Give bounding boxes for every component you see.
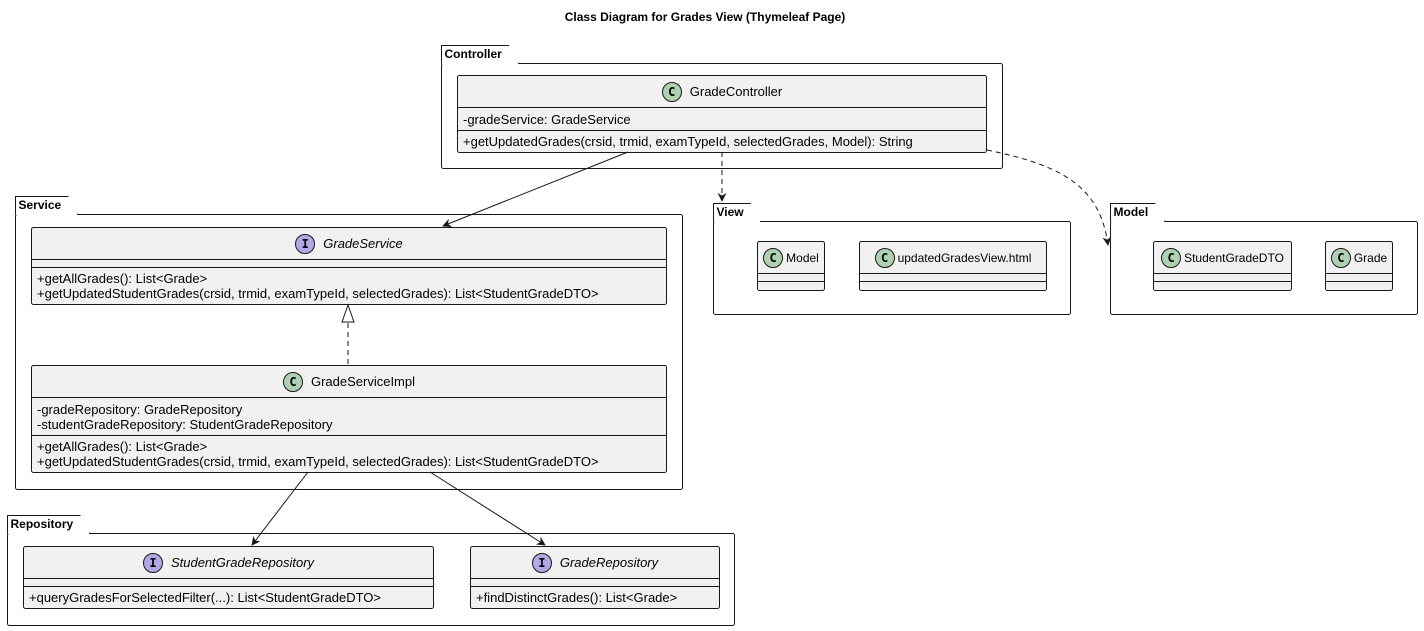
class-name: Grade <box>1353 250 1388 265</box>
class-updated-grades-view[interactable]: C updatedGradesView.html <box>859 241 1047 291</box>
class-method: +getAllGrades(): List<Grade> <box>37 439 208 454</box>
class-method: +getUpdatedGrades(crsid, trmid, examType… <box>463 134 913 149</box>
class-methods: +getAllGrades(): List<Grade> +getUpdated… <box>32 436 666 471</box>
class-student-grade-dto[interactable]: C StudentGradeDTO <box>1153 241 1292 291</box>
class-method: +getUpdatedStudentGrades(crsid, trmid, e… <box>37 454 599 469</box>
class-header: I GradeService <box>32 228 666 260</box>
class-header: C Grade <box>1326 242 1392 274</box>
class-fields <box>1326 274 1392 282</box>
edge-controller-to-service <box>442 151 629 228</box>
class-name: GradeServiceImpl <box>310 374 416 389</box>
class-methods: +getUpdatedGrades(crsid, trmid, examType… <box>458 131 986 151</box>
class-grade[interactable]: C Grade <box>1325 241 1393 291</box>
class-methods: +getAllGrades(): List<Grade> +getUpdated… <box>32 268 666 303</box>
class-methods: +findDistinctGrades(): List<Grade> <box>471 587 719 607</box>
package-model: Model C StudentGradeDTO C Grade <box>1110 221 1418 315</box>
class-fields <box>758 274 824 282</box>
class-name: Model <box>786 250 819 265</box>
interface-badge-icon: I <box>295 233 316 254</box>
class-badge-icon: C <box>1330 247 1351 268</box>
class-grade-service-impl[interactable]: C GradeServiceImpl -gradeRepository: Gra… <box>31 365 667 473</box>
class-header: C GradeController <box>458 76 986 108</box>
interface-grade-service[interactable]: I GradeService +getAllGrades(): List<Gra… <box>31 227 667 305</box>
package-repository-label: Repository <box>7 515 91 534</box>
interface-grade-repository[interactable]: I GradeRepository +findDistinctGrades():… <box>470 546 720 609</box>
package-view: View C Model C updatedGradesView.html <box>713 221 1071 315</box>
class-method: +getAllGrades(): List<Grade> <box>37 271 208 286</box>
class-methods: +queryGradesForSelectedFilter(...): List… <box>24 587 433 607</box>
class-name: GradeController <box>689 84 783 99</box>
package-service: Service I GradeService +getAllGrades(): … <box>15 214 683 490</box>
class-field: -gradeRepository: GradeRepository <box>37 402 243 417</box>
class-fields: -gradeRepository: GradeRepository -stude… <box>32 398 666 436</box>
class-header: C Model <box>758 242 824 274</box>
class-model-view[interactable]: C Model <box>757 241 825 291</box>
class-method: +getUpdatedStudentGrades(crsid, trmid, e… <box>37 286 599 301</box>
edge-impl-to-grade-repository <box>429 471 546 546</box>
package-repository: Repository I StudentGradeRepository +que… <box>7 533 735 626</box>
interface-badge-icon: I <box>531 552 552 573</box>
class-fields <box>32 260 666 268</box>
class-name: StudentGradeDTO <box>1184 250 1284 265</box>
interface-student-grade-repository[interactable]: I StudentGradeRepository +queryGradesFor… <box>23 546 434 609</box>
class-field: -gradeService: GradeService <box>463 112 631 127</box>
class-fields <box>24 579 433 587</box>
class-badge-icon: C <box>763 247 784 268</box>
class-name: GradeRepository <box>559 555 659 570</box>
class-method: +queryGradesForSelectedFilter(...): List… <box>29 590 382 605</box>
class-badge-icon: C <box>282 371 303 392</box>
class-field: -studentGradeRepository: StudentGradeRep… <box>37 417 333 432</box>
class-fields: -gradeService: GradeService <box>458 108 986 131</box>
class-header: I GradeRepository <box>471 547 719 579</box>
package-model-label: Model <box>1110 203 1166 222</box>
interface-badge-icon: I <box>142 552 163 573</box>
realization-arrowhead <box>341 303 355 323</box>
class-header: C updatedGradesView.html <box>860 242 1046 274</box>
package-controller-label: Controller <box>441 45 519 64</box>
class-fields <box>860 274 1046 282</box>
class-method: +findDistinctGrades(): List<Grade> <box>476 590 678 605</box>
package-controller: Controller C GradeController -gradeServi… <box>441 63 1003 169</box>
package-view-label: View <box>713 203 761 222</box>
class-badge-icon: C <box>661 81 682 102</box>
class-badge-icon: C <box>874 247 895 268</box>
diagram-title: Class Diagram for Grades View (Thymeleaf… <box>564 10 846 24</box>
class-fields <box>471 579 719 587</box>
class-header: C GradeServiceImpl <box>32 366 666 398</box>
class-header: C StudentGradeDTO <box>1154 242 1291 274</box>
class-grade-controller[interactable]: C GradeController -gradeService: GradeSe… <box>457 75 987 153</box>
class-name: GradeService <box>323 236 403 251</box>
edge-controller-to-model <box>986 149 1112 246</box>
class-fields <box>1154 274 1291 282</box>
class-name: StudentGradeRepository <box>170 555 315 570</box>
class-badge-icon: C <box>1161 247 1182 268</box>
class-header: I StudentGradeRepository <box>24 547 433 579</box>
edge-impl-to-student-grade-repository <box>251 471 309 546</box>
class-name: updatedGradesView.html <box>897 250 1032 265</box>
